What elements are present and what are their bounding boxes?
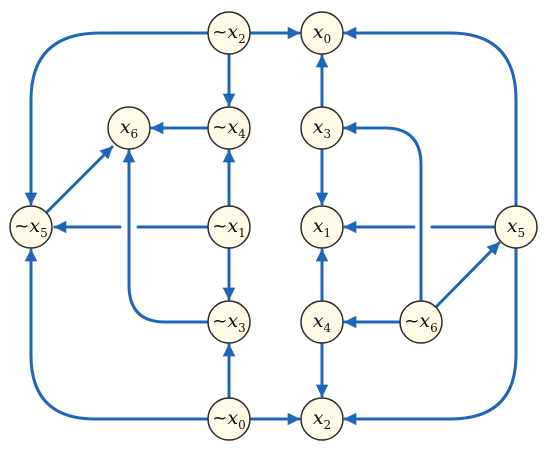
node-n-x0: ~x0: [207, 397, 251, 441]
variable-subscript: 3: [324, 127, 332, 141]
variable-subscript: 0: [324, 32, 332, 46]
node-n-x2: ~x2: [207, 11, 251, 55]
node-circle: [300, 397, 344, 441]
variable-subscript: 2: [238, 32, 246, 46]
node-p-x3: x3: [300, 106, 344, 150]
variable-subscript: 1: [238, 226, 246, 240]
node-label: x6: [120, 116, 138, 141]
node-circle: [399, 300, 443, 344]
variable-subscript: 4: [238, 127, 246, 141]
variable-name: x: [227, 215, 238, 237]
node-label: x0: [313, 21, 331, 46]
variable-name: x: [227, 407, 238, 429]
node-circle: [107, 106, 151, 150]
node-label: ~x6: [404, 310, 437, 335]
negation-tilde: ~: [212, 408, 227, 429]
node-circle: [207, 397, 251, 441]
variable-name: x: [227, 21, 238, 43]
variable-name: x: [507, 215, 518, 237]
node-label: ~x5: [14, 215, 47, 240]
edge-n-x2-to-n-x5: [24, 31, 210, 206]
variable-subscript: 4: [324, 321, 332, 335]
node-label: x5: [507, 215, 525, 240]
variable-name: x: [313, 215, 324, 237]
node-n-x6: ~x6: [399, 300, 443, 344]
variable-name: x: [120, 116, 131, 138]
edge-n-x0-to-n-x5: [24, 248, 210, 421]
node-p-x6: x6: [107, 106, 151, 150]
variable-name: x: [313, 310, 324, 332]
node-p-x5: x5: [494, 205, 538, 249]
node-label: x1: [313, 215, 331, 240]
negation-tilde: ~: [212, 22, 227, 43]
node-circle: [300, 205, 344, 249]
edge-n-x3-to-p-x6: [122, 149, 210, 324]
negation-tilde: ~: [212, 117, 227, 138]
edges-layer: [24, 26, 518, 426]
node-label: x4: [313, 310, 332, 335]
variable-name: x: [227, 116, 238, 138]
variable-subscript: 0: [238, 418, 246, 432]
variable-name: x: [227, 310, 238, 332]
node-p-x0: x0: [300, 11, 344, 55]
node-circle: [207, 300, 251, 344]
node-label: x3: [313, 116, 331, 141]
node-circle: [300, 11, 344, 55]
variable-subscript: 6: [430, 321, 438, 335]
variable-name: x: [313, 116, 324, 138]
node-circle: [207, 106, 251, 150]
edge-p-x5-to-p-x2: [343, 246, 518, 426]
variable-subscript: 6: [131, 127, 139, 141]
node-label: ~x0: [212, 407, 245, 432]
variable-name: x: [29, 215, 40, 237]
variable-name: x: [419, 310, 430, 332]
node-n-x5: ~x5: [9, 205, 53, 249]
node-n-x4: ~x4: [207, 106, 251, 150]
variable-name: x: [313, 21, 324, 43]
node-circle: [300, 300, 344, 344]
edge-n-x5-to-p-x6: [45, 145, 114, 214]
variable-name: x: [313, 407, 324, 429]
node-label: x2: [313, 407, 331, 432]
edge-n-x6-to-p-x5: [434, 241, 501, 309]
node-circle: [9, 205, 53, 249]
variable-subscript: 5: [518, 226, 526, 240]
node-circle: [207, 205, 251, 249]
variable-subscript: 1: [324, 226, 332, 240]
variable-subscript: 2: [324, 418, 332, 432]
node-circle: [207, 11, 251, 55]
negation-tilde: ~: [212, 216, 227, 237]
negation-tilde: ~: [212, 311, 227, 332]
node-label: ~x3: [212, 310, 245, 335]
node-n-x3: ~x3: [207, 300, 251, 344]
edge-n-x6-to-p-x3: [343, 121, 423, 303]
node-p-x4: x4: [300, 300, 344, 344]
negation-tilde: ~: [14, 216, 29, 237]
edge-p-x5-to-p-x0: [343, 26, 518, 208]
node-n-x1: ~x1: [207, 205, 251, 249]
variable-subscript: 3: [238, 321, 246, 335]
node-label: ~x1: [212, 215, 245, 240]
node-circle: [494, 205, 538, 249]
negation-tilde: ~: [404, 311, 419, 332]
variable-subscript: 5: [40, 226, 48, 240]
node-p-x2: x2: [300, 397, 344, 441]
node-label: ~x4: [212, 116, 246, 141]
node-label: ~x2: [212, 21, 245, 46]
node-circle: [300, 106, 344, 150]
node-p-x1: x1: [300, 205, 344, 249]
